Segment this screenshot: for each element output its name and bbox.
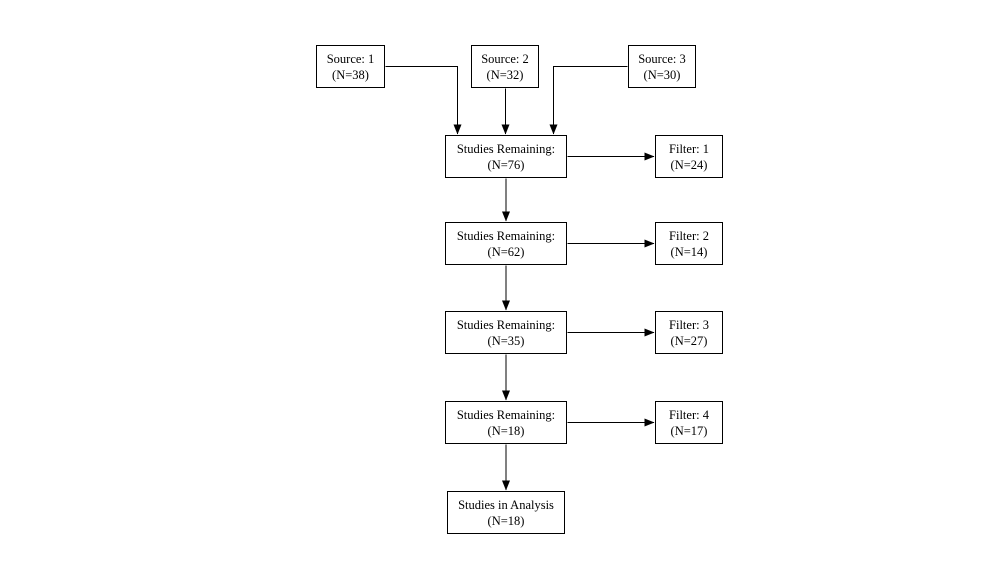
- studies-remaining-1-label: Studies Remaining:: [456, 141, 556, 156]
- studies-remaining-3-count: (N=35): [487, 333, 525, 348]
- filter-4-box: Filter: 4 (N=17): [655, 401, 723, 444]
- studies-remaining-2-count: (N=62): [487, 244, 525, 259]
- studies-remaining-3-box: Studies Remaining: (N=35): [445, 311, 567, 354]
- filter-4-label: Filter: 4: [669, 407, 709, 422]
- studies-in-analysis-count: (N=18): [487, 513, 525, 528]
- studies-remaining-4-label: Studies Remaining:: [456, 407, 556, 422]
- studies-remaining-4-count: (N=18): [487, 423, 525, 438]
- filter-3-box: Filter: 3 (N=27): [655, 311, 723, 354]
- filter-2-label: Filter: 2: [669, 228, 709, 243]
- source-1-box: Source: 1 (N=38): [316, 45, 385, 88]
- source-1-count: (N=38): [332, 67, 369, 82]
- source-3-box: Source: 3 (N=30): [628, 45, 696, 88]
- studies-remaining-2-label: Studies Remaining:: [456, 228, 556, 243]
- filter-2-box: Filter: 2 (N=14): [655, 222, 723, 265]
- studies-remaining-1-count: (N=76): [487, 157, 525, 172]
- filter-3-label: Filter: 3: [669, 317, 709, 332]
- source-1-label: Source: 1: [326, 51, 375, 66]
- filter-4-count: (N=17): [670, 423, 708, 438]
- filter-1-box: Filter: 1 (N=24): [655, 135, 723, 178]
- source-2-label: Source: 2: [481, 51, 529, 66]
- filter-1-label: Filter: 1: [669, 141, 709, 156]
- studies-remaining-3-label: Studies Remaining:: [456, 317, 556, 332]
- studies-in-analysis-box: Studies in Analysis (N=18): [447, 491, 565, 534]
- source-2-count: (N=32): [486, 67, 524, 82]
- filter-1-count: (N=24): [670, 157, 708, 172]
- studies-remaining-4-box: Studies Remaining: (N=18): [445, 401, 567, 444]
- studies-remaining-2-box: Studies Remaining: (N=62): [445, 222, 567, 265]
- filter-3-count: (N=27): [670, 333, 708, 348]
- filter-2-count: (N=14): [670, 244, 708, 259]
- source-3-count: (N=30): [643, 67, 681, 82]
- studies-in-analysis-label: Studies in Analysis: [458, 497, 554, 512]
- edge-source3-to-remaining1: [549, 66, 628, 135]
- edge-source1-to-remaining1: [385, 66, 462, 135]
- source-3-label: Source: 3: [638, 51, 686, 66]
- source-2-box: Source: 2 (N=32): [471, 45, 539, 88]
- studies-remaining-1-box: Studies Remaining: (N=76): [445, 135, 567, 178]
